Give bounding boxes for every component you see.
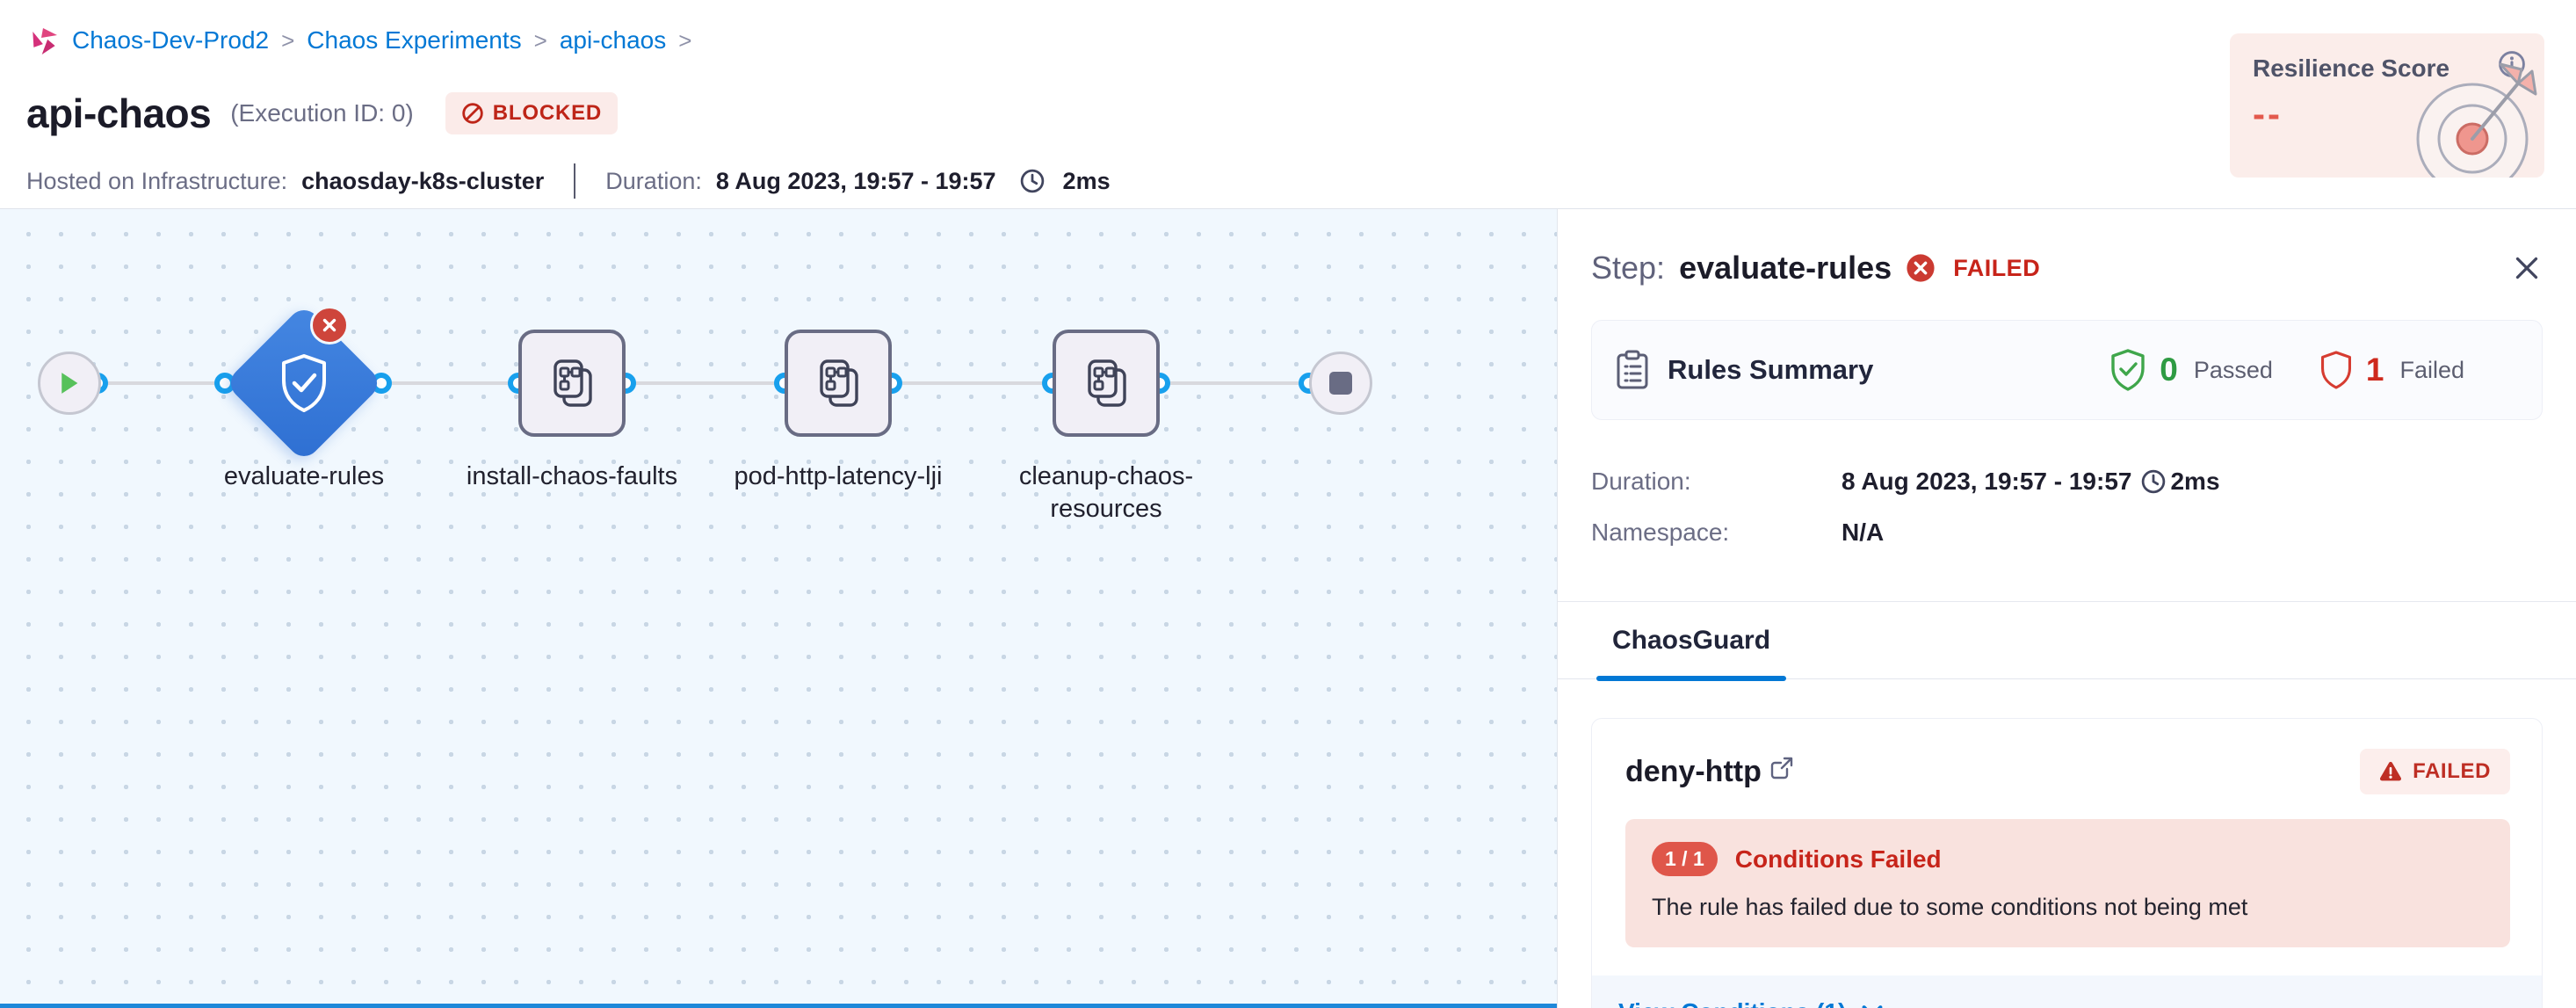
node-install-chaos-faults[interactable]: [518, 330, 626, 437]
rules-summary-title: Rules Summary: [1668, 354, 1874, 385]
breadcrumb-experiment-name[interactable]: api-chaos: [559, 26, 667, 54]
node-label: cleanup-chaos-resources: [1018, 462, 1194, 524]
breadcrumb-project[interactable]: Chaos-Dev-Prod2: [72, 26, 270, 54]
panel-duration-value: 8 Aug 2023, 19:57 - 19:57: [1842, 468, 2132, 495]
resilience-score-title: Resilience Score: [2253, 54, 2450, 82]
rule-name: deny-http: [1625, 754, 1762, 788]
rules-summary-card: Rules Summary 0 Passed 1 Failed: [1591, 320, 2543, 420]
panel-duration-label: Duration:: [1591, 468, 1691, 495]
node-cleanup-chaos-resources[interactable]: [1053, 330, 1160, 437]
page-header: Chaos-Dev-Prod2 > Chaos Experiments > ap…: [0, 0, 2576, 209]
rule-status-label: FAILED: [2413, 759, 2491, 783]
breadcrumb-separator: >: [533, 26, 547, 54]
node-label: install-chaos-faults: [466, 462, 678, 490]
view-conditions-toggle[interactable]: View Conditions (1): [1592, 975, 2542, 1008]
duration-value: 8 Aug 2023, 19:57 - 19:57: [715, 167, 996, 194]
shield-check-icon: [276, 352, 332, 419]
pipeline-canvas: evaluate-rules install-chaos-faults pod-…: [0, 209, 1557, 1008]
failed-circle-icon: [1907, 254, 1935, 282]
tab-chaosguard[interactable]: ChaosGuard: [1596, 626, 1787, 681]
duration-label: Duration:: [605, 167, 702, 194]
shield-check-green-icon: [2111, 349, 2145, 391]
failed-label: Failed: [2399, 356, 2464, 383]
step-details-panel: Step: evaluate-rules FAILED: [1557, 209, 2576, 1008]
node-pod-http-latency[interactable]: [785, 330, 892, 437]
chaos-step-icon: [1088, 359, 1126, 407]
failed-count: 1: [2365, 352, 2384, 388]
breadcrumb: Chaos-Dev-Prod2 > Chaos Experiments > ap…: [26, 23, 2544, 58]
panel-duration-ms: 2ms: [2170, 468, 2220, 495]
rule-card-deny-http: deny-http FAILED: [1591, 718, 2543, 1008]
blocked-icon: [462, 103, 483, 124]
step-label: Step:: [1591, 250, 1666, 286]
chevron-down-icon: [1862, 1005, 1883, 1008]
conditions-failed-message: The rule has failed due to some conditio…: [1652, 894, 2248, 920]
failed-stat: 1 Failed: [2319, 348, 2464, 392]
clock-icon: [1019, 168, 1046, 194]
panel-divider: [1558, 601, 2576, 602]
namespace-row: Namespace: N/A: [1591, 519, 2543, 547]
passed-stat: 0 Passed: [2109, 348, 2273, 392]
rule-name-link[interactable]: deny-http: [1625, 755, 1793, 789]
conditions-ratio-pill: 1 / 1: [1652, 842, 1718, 876]
tab-bar: ChaosGuard: [1558, 602, 2576, 681]
play-icon: [62, 373, 78, 394]
breadcrumb-separator: >: [678, 26, 692, 54]
close-panel-button[interactable]: [2511, 252, 2543, 284]
target-illustration-icon: [2384, 47, 2544, 178]
chaos-logo-icon: [26, 23, 62, 58]
step-status: FAILED: [1953, 254, 2041, 281]
canvas-scrollbar[interactable]: [0, 1004, 1557, 1008]
infra-label: Hosted on Infrastructure:: [26, 167, 288, 194]
duration-ms: 2ms: [1062, 167, 1111, 194]
warning-triangle-icon: [2380, 761, 2402, 781]
step-name: evaluate-rules: [1679, 250, 1892, 286]
view-conditions-label: View Conditions (1): [1618, 998, 1846, 1008]
resilience-score-value: --: [2253, 93, 2283, 134]
breadcrumb-separator: >: [281, 26, 295, 54]
namespace-value: N/A: [1842, 519, 1885, 546]
infra-value: chaosday-k8s-cluster: [301, 167, 545, 194]
namespace-label: Namespace:: [1591, 519, 1730, 546]
resilience-score-card: Resilience Score --: [2230, 33, 2544, 178]
clipboard-icon: [1617, 350, 1648, 389]
rule-status-badge: FAILED: [2360, 749, 2510, 794]
duration-row: Duration: 8 Aug 2023, 19:57 - 19:57 2ms: [1591, 468, 2543, 496]
pipeline-edge: [69, 381, 1342, 385]
conditions-failed-title: Conditions Failed: [1734, 845, 1942, 873]
shield-red-icon: [2320, 351, 2351, 389]
chaos-step-icon: [554, 359, 592, 407]
node-label: evaluate-rules: [223, 462, 385, 490]
status-badge-blocked: BLOCKED: [445, 92, 619, 134]
page-title: api-chaos: [26, 91, 212, 136]
node-label: pod-http-latency-lji: [734, 462, 943, 490]
clock-icon: [2140, 468, 2167, 495]
meta-divider: [574, 163, 576, 199]
chaos-step-icon: [820, 359, 858, 407]
passed-count: 0: [2160, 352, 2178, 388]
node-failed-badge-icon: [310, 306, 349, 344]
passed-label: Passed: [2193, 356, 2273, 383]
execution-id: (Execution ID: 0): [230, 99, 414, 127]
breadcrumb-experiments[interactable]: Chaos Experiments: [307, 26, 522, 54]
external-link-icon[interactable]: [1770, 757, 1793, 780]
conditions-failed-alert: 1 / 1 Conditions Failed The rule has fai…: [1625, 819, 2510, 947]
stop-icon: [1329, 372, 1352, 395]
pipeline-start-node[interactable]: [38, 352, 101, 415]
status-badge-label: BLOCKED: [492, 101, 603, 125]
pipeline-stop-node[interactable]: [1309, 352, 1372, 415]
